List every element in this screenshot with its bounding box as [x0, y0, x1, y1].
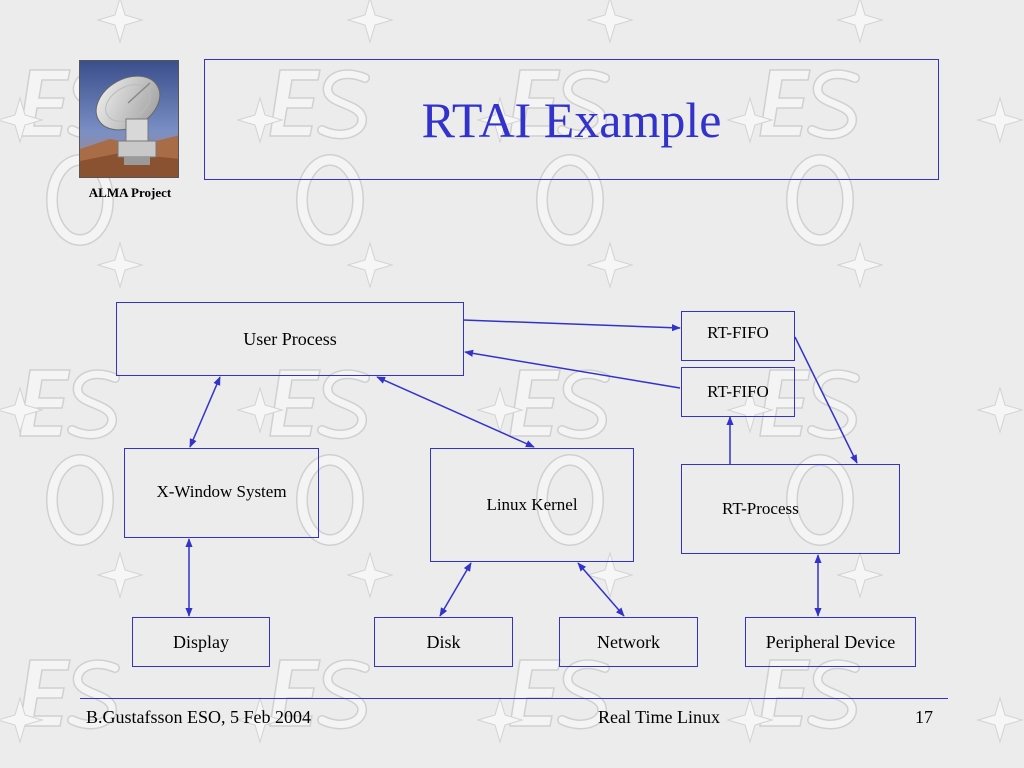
footer-page-number: 17 — [915, 707, 933, 727]
node-network-label: Network — [597, 631, 660, 652]
node-user-process: User Process — [116, 302, 464, 376]
node-rt-fifo-2: RT-FIFO — [681, 367, 795, 417]
node-user-process-label: User Process — [243, 328, 337, 349]
slide-title: RTAI Example — [421, 91, 722, 148]
title-box: RTAI Example — [204, 59, 939, 180]
node-rt-fifo-1-label: RT-FIFO — [707, 323, 769, 342]
node-rt-fifo-2-label: RT-FIFO — [707, 382, 769, 401]
node-rt-process-label: RT-Process — [722, 499, 799, 518]
node-network: Network — [559, 617, 698, 667]
edge-linux-kernel-disk — [439, 562, 472, 617]
node-linux-kernel: Linux Kernel — [430, 448, 634, 562]
node-disk: Disk — [374, 617, 513, 667]
alma-antenna-logo — [79, 60, 179, 178]
node-peripheral-device: Peripheral Device — [745, 617, 916, 667]
footer-divider — [80, 698, 948, 699]
node-display-label: Display — [173, 631, 229, 652]
node-peripheral-device-label: Peripheral Device — [765, 631, 896, 652]
node-disk-label: Disk — [426, 631, 461, 652]
edge-user-process-to-rt-fifo-1 — [462, 319, 681, 332]
edge-user-process-x-window — [189, 376, 221, 448]
node-x-window-system-label: X-Window System — [156, 482, 287, 501]
edge-user-process-linux-kernel — [376, 376, 535, 448]
node-rt-fifo-1: RT-FIFO — [681, 311, 795, 361]
edge-linux-kernel-network — [577, 562, 625, 617]
edge-rt-fifo-2-to-user-process — [464, 349, 681, 389]
logo-caption: ALMA Project — [88, 185, 172, 200]
node-rt-process: RT-Process — [681, 464, 900, 554]
node-linux-kernel-label: Linux Kernel — [486, 495, 578, 514]
node-x-window-system: X-Window System — [124, 448, 319, 538]
edge-rt-fifo-1-to-rt-process — [794, 336, 858, 464]
footer-author-date: B.Gustafsson ESO, 5 Feb 2004 — [86, 707, 312, 727]
footer-topic: Real Time Linux — [598, 707, 721, 727]
node-display: Display — [132, 617, 270, 667]
